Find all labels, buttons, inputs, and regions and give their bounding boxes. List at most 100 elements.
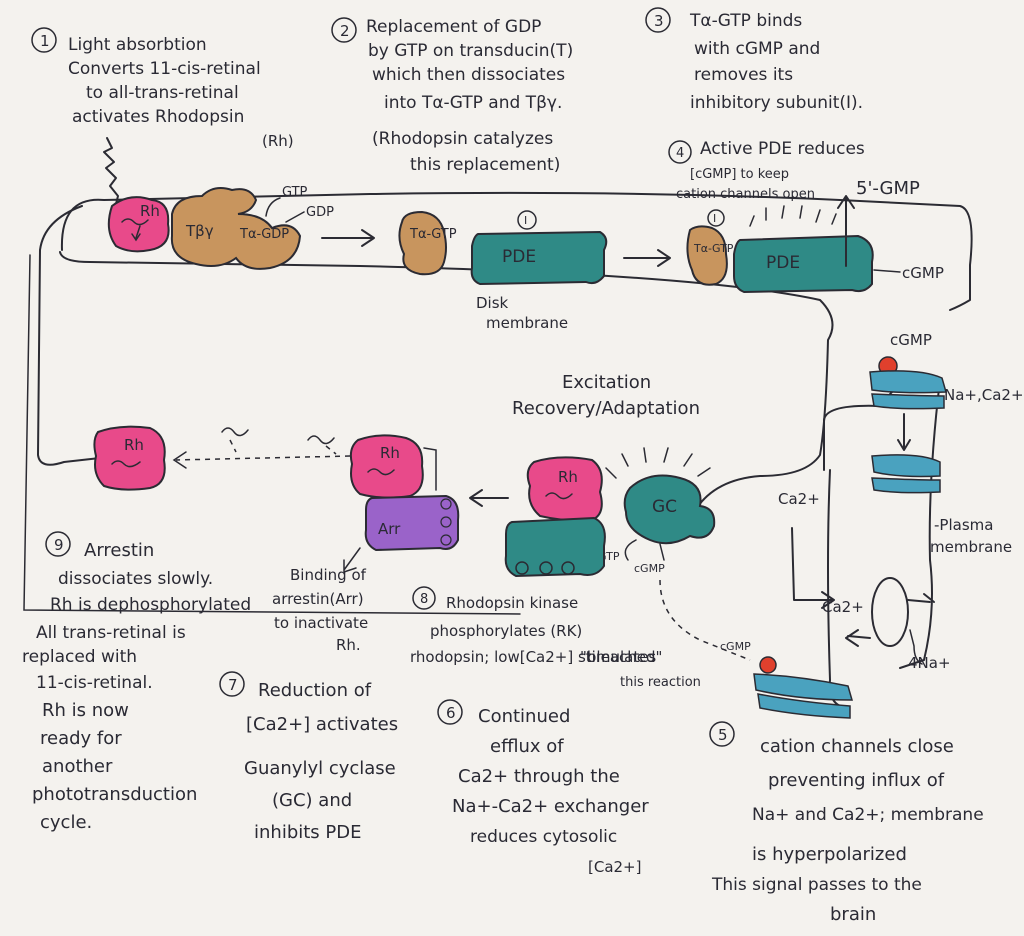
step-9-line-6: 11-cis-retinal. xyxy=(36,673,153,693)
ta-label-free: Tα-GTP xyxy=(409,227,457,242)
ca-label-cytosol: Ca2+ xyxy=(778,490,820,508)
step-3-line-1: Tα-GTP binds xyxy=(689,11,802,31)
step-6-line-3: Ca2+ through the xyxy=(458,766,620,787)
arrow-ca-down xyxy=(791,527,835,609)
transducin-complex: Tβγ Tα-GDP GTP GDP xyxy=(170,185,334,270)
arrow-channel-down xyxy=(897,413,911,451)
step-2-number: 2 xyxy=(340,22,350,40)
step-7-line-2: [Ca2+] activates xyxy=(246,714,398,735)
retinal-squiggle-1 xyxy=(221,427,249,437)
step-9-line-8: ready for xyxy=(40,728,122,749)
cgmp-label-pde: cGMP xyxy=(902,264,944,282)
step-9-line-3: Rh is dephosphorylated xyxy=(50,595,251,615)
step-2-line-2: by GTP on transducin(T) xyxy=(368,41,573,61)
step-8-line-3: "bleached" xyxy=(580,648,662,666)
recovery-label: Recovery/Adaptation xyxy=(512,398,700,419)
arrestin-note-text: Binding of arrestin(Arr) to inactivate R… xyxy=(272,566,368,654)
step-5-line-4: is hyperpolarized xyxy=(752,844,907,865)
na-ca-exchanger xyxy=(845,577,935,665)
tbg-label: Tβγ xyxy=(185,222,214,240)
disk-membrane-label-a: Disk xyxy=(476,294,509,312)
gmp-5-label: 5'-GMP xyxy=(856,178,920,199)
arrow-to-active-pde xyxy=(623,249,671,267)
step-2-line-1: Replacement of GDP xyxy=(366,17,541,37)
step-7-line-4: (GC) and xyxy=(272,790,352,811)
cgmp-dashed-path xyxy=(659,579,751,661)
disk-membrane-label-b: membrane xyxy=(486,314,568,332)
step-2-line-4: into Tα-GTP and Tβγ. xyxy=(384,93,562,113)
step-3-line-3: removes its xyxy=(694,65,793,85)
dashed-return-arrow xyxy=(172,451,187,469)
step-6-number: 6 xyxy=(446,704,456,722)
ta-gtp-free: Tα-GTP xyxy=(398,210,457,276)
step-1-line-2: Converts 11-cis-retinal xyxy=(68,59,261,79)
step-8-text: 8 Rhodopsin kinase phosphorylates (RK) "… xyxy=(410,586,701,690)
step-1-line-3: to all-trans-retinal xyxy=(86,83,239,103)
dashed-return-path xyxy=(175,455,351,461)
step-7-number: 7 xyxy=(228,676,238,694)
ta-label-bound: Tα-GTP xyxy=(693,242,734,255)
step-6-line-5: reduces cytosolic xyxy=(470,827,617,847)
retinal-dash-2 xyxy=(325,445,337,455)
step-2-line-3: which then dissociates xyxy=(372,65,565,85)
gdp-out-label: GDP xyxy=(306,205,334,220)
rh-label-1: Rh xyxy=(140,202,160,220)
rhodopsin-kinase-complex: Rh xyxy=(504,456,606,578)
na4-label: 4Na+ xyxy=(908,654,951,672)
step-9-line-4: All trans-retinal is xyxy=(36,623,186,643)
step-3-line-2: with cGMP and xyxy=(694,39,820,59)
plasma-label-a: -Plasma xyxy=(934,516,993,534)
arr-note-line-3: to inactivate xyxy=(274,614,368,632)
step-5-line-5: This signal passes to the xyxy=(711,875,922,895)
ca-label-exchanger: Ca2+ xyxy=(822,598,864,616)
rhodopsin-active: Rh xyxy=(107,196,170,253)
arr-label: Arr xyxy=(378,520,401,538)
ta-gdp-label: Tα-GDP xyxy=(239,227,289,242)
arr-note-line-2: arrestin(Arr) xyxy=(272,590,364,608)
rh-label-arr: Rh xyxy=(380,444,400,462)
cgmp-label-channel: cGMP xyxy=(890,331,932,349)
step-2-line-5: (Rhodopsin catalyzes xyxy=(372,129,553,149)
step-9-text: 9 Arrestin dissociates slowly. Rh is dep… xyxy=(22,531,251,833)
arr-note-line-1: Binding of xyxy=(290,566,367,584)
step-4-line-3: cation channels open xyxy=(676,187,815,202)
gc-cgmp-label: cGMP xyxy=(634,562,665,575)
step-5-line-3: Na+ and Ca2+; membrane xyxy=(752,805,984,825)
gtp-in-label: GTP xyxy=(282,185,308,200)
pde-inactive: PDE I xyxy=(470,210,608,286)
step-5-number: 5 xyxy=(718,726,728,744)
step-4-number: 4 xyxy=(676,146,684,161)
step-7-line-5: inhibits PDE xyxy=(254,822,362,843)
arrestin-complex: Rh Arr xyxy=(349,434,460,552)
cation-channel-open xyxy=(869,356,947,410)
step-9-line-9: another xyxy=(42,756,113,777)
step-8-line-1: Rhodopsin kinase xyxy=(446,594,578,612)
arrow-to-ta-gtp xyxy=(321,229,375,247)
step-6-line-6: [Ca2+] xyxy=(588,858,641,876)
step-7-line-3: Guanylyl cyclase xyxy=(244,758,396,779)
rh-label-rk: Rh xyxy=(558,468,578,486)
step-5-line-6: brain xyxy=(830,904,876,925)
step-9-number: 9 xyxy=(54,536,64,554)
retinal-dash-1 xyxy=(229,439,237,453)
step-9-line-5: replaced with xyxy=(22,647,137,667)
inhibitor-label-1: I xyxy=(524,214,527,227)
light-ray xyxy=(103,137,119,205)
rod-outer-outline xyxy=(37,205,101,466)
step-5-line-2: preventing influx of xyxy=(768,770,945,791)
step-1-text: 1 Light absorbtion Converts 11-cis-retin… xyxy=(31,27,294,150)
step-9-line-1: Arrestin xyxy=(84,540,154,561)
arrow-to-arrestin xyxy=(469,489,509,507)
step-1-line-1: Light absorbtion xyxy=(68,35,207,55)
cgmp-dashed-label: cGMP xyxy=(720,640,751,653)
rhodopsin-reset: Rh xyxy=(93,425,166,491)
step-8-line-4: rhodopsin; low[Ca2+] stimulates xyxy=(410,648,656,666)
plasma-label-b: membrane xyxy=(930,538,1012,556)
step-8-line-5: this reaction xyxy=(620,675,701,690)
step-9-line-11: cycle. xyxy=(40,812,92,833)
step-1-number: 1 xyxy=(40,32,50,50)
step-9-line-2: dissociates slowly. xyxy=(58,569,213,589)
gc-label: GC xyxy=(652,497,677,517)
step-5-line-1: cation channels close xyxy=(760,736,954,757)
